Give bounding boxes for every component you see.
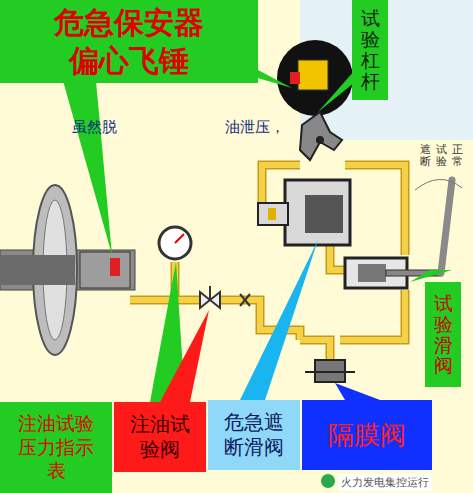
rotor [0,185,135,355]
callout-text: 注油试验阀 [129,412,191,462]
trip-slide-valve [258,180,350,245]
callout-box: 注油试验压力指示表 [0,402,112,493]
flyweight-small [110,258,120,276]
callout-box: 试验杠杆 [352,0,388,100]
callout-text: 试验滑阀 [434,293,453,377]
pressure-gauge [159,227,191,259]
callout-text: 危急遮断滑阀 [223,410,285,460]
note-text: 油泄压， [225,118,285,137]
watermark-icon [321,474,335,488]
eccentric-flyweight [277,40,353,116]
callout-box: 危急保安器 偏心飞锤 [0,0,258,83]
callout-text: 危急保安器 偏心飞锤 [44,4,214,79]
leader [60,70,112,255]
callout-box: 注油试验阀 [114,402,206,472]
callout-text: 试验杠杆 [361,8,380,92]
diaphragm-valve [305,360,355,382]
leader [410,270,452,282]
leader [160,310,209,402]
oil-test-valve [200,286,250,308]
leader [335,383,380,400]
note-text: 遮断 [420,144,431,168]
callout-text: 注油试验压力指示表 [16,412,96,483]
callout-box: 危急遮断滑阀 [208,400,300,470]
note-text: 正常 [452,144,463,168]
leader [240,240,318,400]
callout-box: 隔膜阀 [302,400,432,470]
watermark: 火力发电集控运行 [338,474,432,491]
test-handle [415,179,462,273]
callout-text: 隔膜阀 [328,419,406,452]
note-text: 虽然脱 [72,118,117,137]
callout-box: 试验滑阀 [425,282,461,387]
hook-lever [300,112,342,160]
note-text: 试验 [436,144,447,168]
